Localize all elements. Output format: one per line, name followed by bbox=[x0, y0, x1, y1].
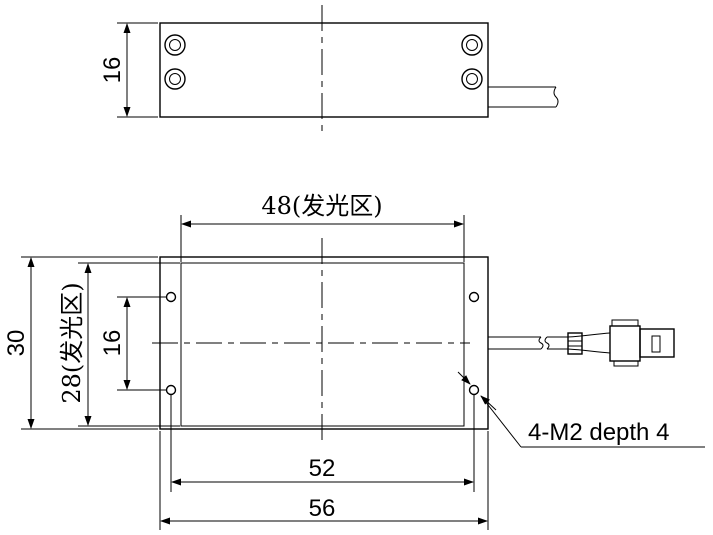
hole-pitch-v-dimension: 16 bbox=[99, 296, 166, 391]
front-view: 48(发光区) 30 28(发光区) 16 52 bbox=[3, 192, 705, 530]
front-view-cable-connector bbox=[488, 319, 675, 367]
outer-height-dimension: 30 bbox=[3, 256, 158, 430]
mounting-holes bbox=[165, 291, 480, 396]
outer-height-label: 30 bbox=[3, 330, 30, 357]
top-view: 16 bbox=[99, 5, 559, 135]
hole-pitch-v-label: 16 bbox=[99, 330, 126, 357]
thread-callout: 4-M2 depth 4 bbox=[457, 371, 705, 448]
top-view-cable bbox=[488, 86, 559, 108]
emit-width-label: 48(发光区) bbox=[261, 192, 382, 220]
top-view-height-dimension: 16 bbox=[99, 22, 158, 118]
outer-width-label: 56 bbox=[309, 495, 336, 522]
top-view-screw-heads bbox=[164, 34, 483, 90]
thread-callout-label: 4-M2 depth 4 bbox=[528, 419, 669, 446]
outer-width-dimension: 56 bbox=[159, 431, 489, 530]
emit-height-label: 28(发光区) bbox=[58, 282, 86, 403]
hole-pitch-h-dimension: 52 bbox=[170, 395, 475, 492]
top-view-body bbox=[159, 22, 489, 118]
hole-pitch-h-label: 52 bbox=[309, 455, 336, 482]
top-height-label: 16 bbox=[99, 57, 126, 84]
emit-height-dimension: 28(发光区) bbox=[58, 262, 180, 427]
emit-width-dimension: 48(发光区) bbox=[180, 192, 465, 262]
